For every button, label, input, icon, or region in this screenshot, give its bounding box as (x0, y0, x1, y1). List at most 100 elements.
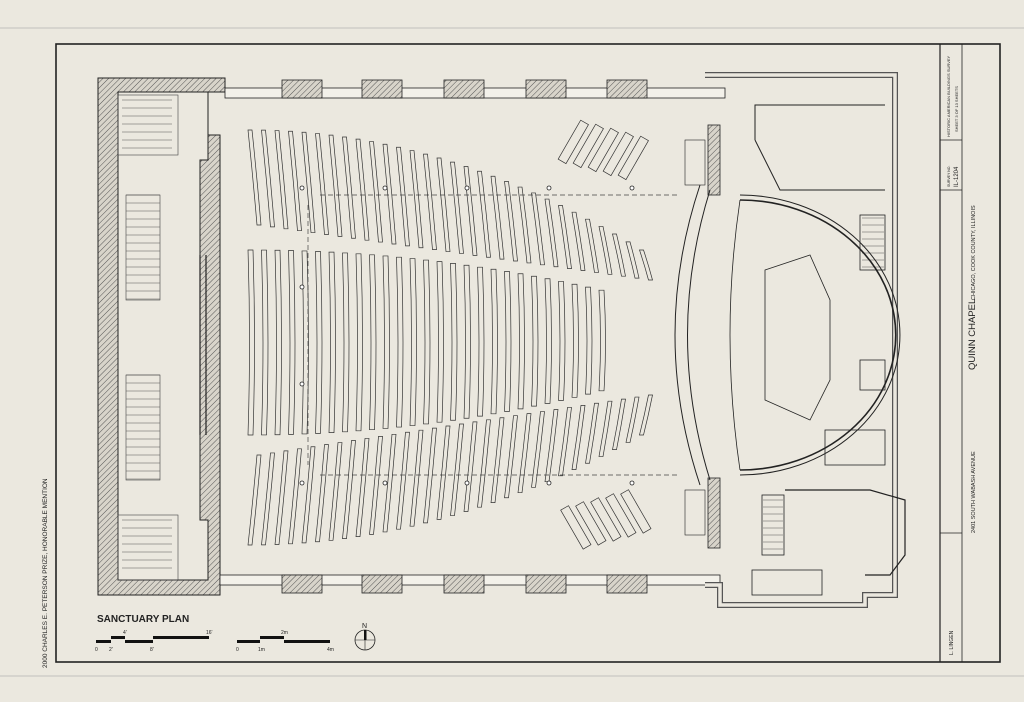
nave-walls (219, 79, 726, 594)
pew (274, 249, 282, 436)
pew (504, 271, 512, 412)
svg-text:4': 4' (123, 630, 127, 636)
pew (585, 402, 599, 464)
pew (315, 444, 329, 543)
pew (531, 275, 539, 407)
pew (585, 218, 599, 273)
pew (639, 394, 653, 436)
svg-text:1m: 1m (258, 647, 265, 653)
wall-pier (606, 79, 648, 99)
pew (504, 181, 518, 262)
sheet-number: SHEET 3 OF 13 SHEETS (954, 86, 959, 132)
pew (602, 131, 634, 177)
agency: HISTORIC AMERICAN BUILDINGS SURVEY (946, 55, 951, 137)
pew (261, 249, 269, 436)
survey-label: SURVEY NO. (947, 166, 951, 187)
column (299, 480, 305, 486)
column (299, 185, 305, 191)
pew (382, 433, 397, 533)
pew (355, 253, 363, 432)
pew (436, 425, 451, 520)
pew (288, 448, 302, 545)
pew (557, 119, 589, 165)
pew (463, 166, 478, 256)
column (629, 185, 635, 191)
pew (288, 250, 296, 435)
pew (423, 427, 437, 524)
pew (423, 153, 437, 251)
pew (301, 250, 309, 435)
scale-bar-metric: 0 1m 2m 4m (236, 630, 334, 653)
wall-pier (281, 79, 323, 99)
north-arrow-icon: N (354, 623, 376, 651)
wall-pier (525, 574, 567, 594)
column (299, 381, 305, 387)
pew (517, 413, 532, 494)
columns (299, 185, 635, 486)
pew (544, 409, 559, 483)
pew (490, 175, 505, 260)
svg-text:0: 0 (95, 647, 98, 653)
column (464, 185, 470, 191)
wall-pier (525, 79, 567, 99)
pews (247, 119, 653, 550)
pew (572, 123, 604, 169)
pew (342, 440, 356, 539)
award-note: 2000 CHARLES E. PETERSON PRIZE, HONORABL… (42, 478, 49, 668)
column (629, 480, 635, 486)
pew (612, 398, 626, 450)
pew (571, 283, 579, 398)
svg-text:16': 16' (206, 630, 213, 636)
gallery-outline (307, 194, 680, 476)
pew (247, 454, 262, 546)
pew (598, 289, 606, 392)
svg-text:N: N (362, 623, 367, 630)
column (546, 185, 552, 191)
pew (274, 130, 289, 230)
wall-pier (443, 79, 485, 99)
pew (328, 251, 336, 433)
column (299, 284, 305, 290)
pew (531, 411, 545, 488)
pew (605, 493, 637, 538)
pew (598, 400, 613, 457)
address: 2401 SOUTH WABASH AVENUE (971, 451, 977, 533)
pew (261, 452, 275, 546)
wall-pier (443, 574, 485, 594)
pew (301, 446, 316, 544)
svg-text:4m: 4m (327, 647, 334, 653)
wall-pier (281, 574, 323, 594)
pew (531, 192, 545, 266)
pew (247, 249, 255, 436)
column (464, 480, 470, 486)
pew (558, 407, 572, 477)
pew (315, 251, 323, 434)
pew (639, 249, 653, 281)
pew (369, 436, 383, 535)
east-wing-walls (674, 72, 906, 608)
pew (477, 266, 485, 417)
pew (477, 419, 491, 508)
pew (544, 198, 559, 268)
structure-name: QUINN CHAPEL (967, 299, 978, 370)
svg-text:0: 0 (236, 647, 239, 653)
pew (261, 129, 275, 228)
svg-text:2m: 2m (281, 630, 288, 636)
pew (301, 131, 316, 233)
pew (436, 261, 444, 423)
pew (490, 417, 505, 503)
pew (590, 497, 622, 542)
pew (423, 259, 431, 425)
pew (587, 127, 619, 173)
pew (463, 264, 471, 419)
pew (382, 255, 390, 429)
svg-text:2': 2' (109, 647, 113, 653)
drawing-title: SANCTUARY PLAN (97, 614, 189, 625)
column (546, 480, 552, 486)
pew (612, 233, 626, 277)
column (382, 480, 388, 486)
wall-pier (361, 79, 403, 99)
pew (463, 421, 478, 512)
pew (620, 489, 652, 534)
